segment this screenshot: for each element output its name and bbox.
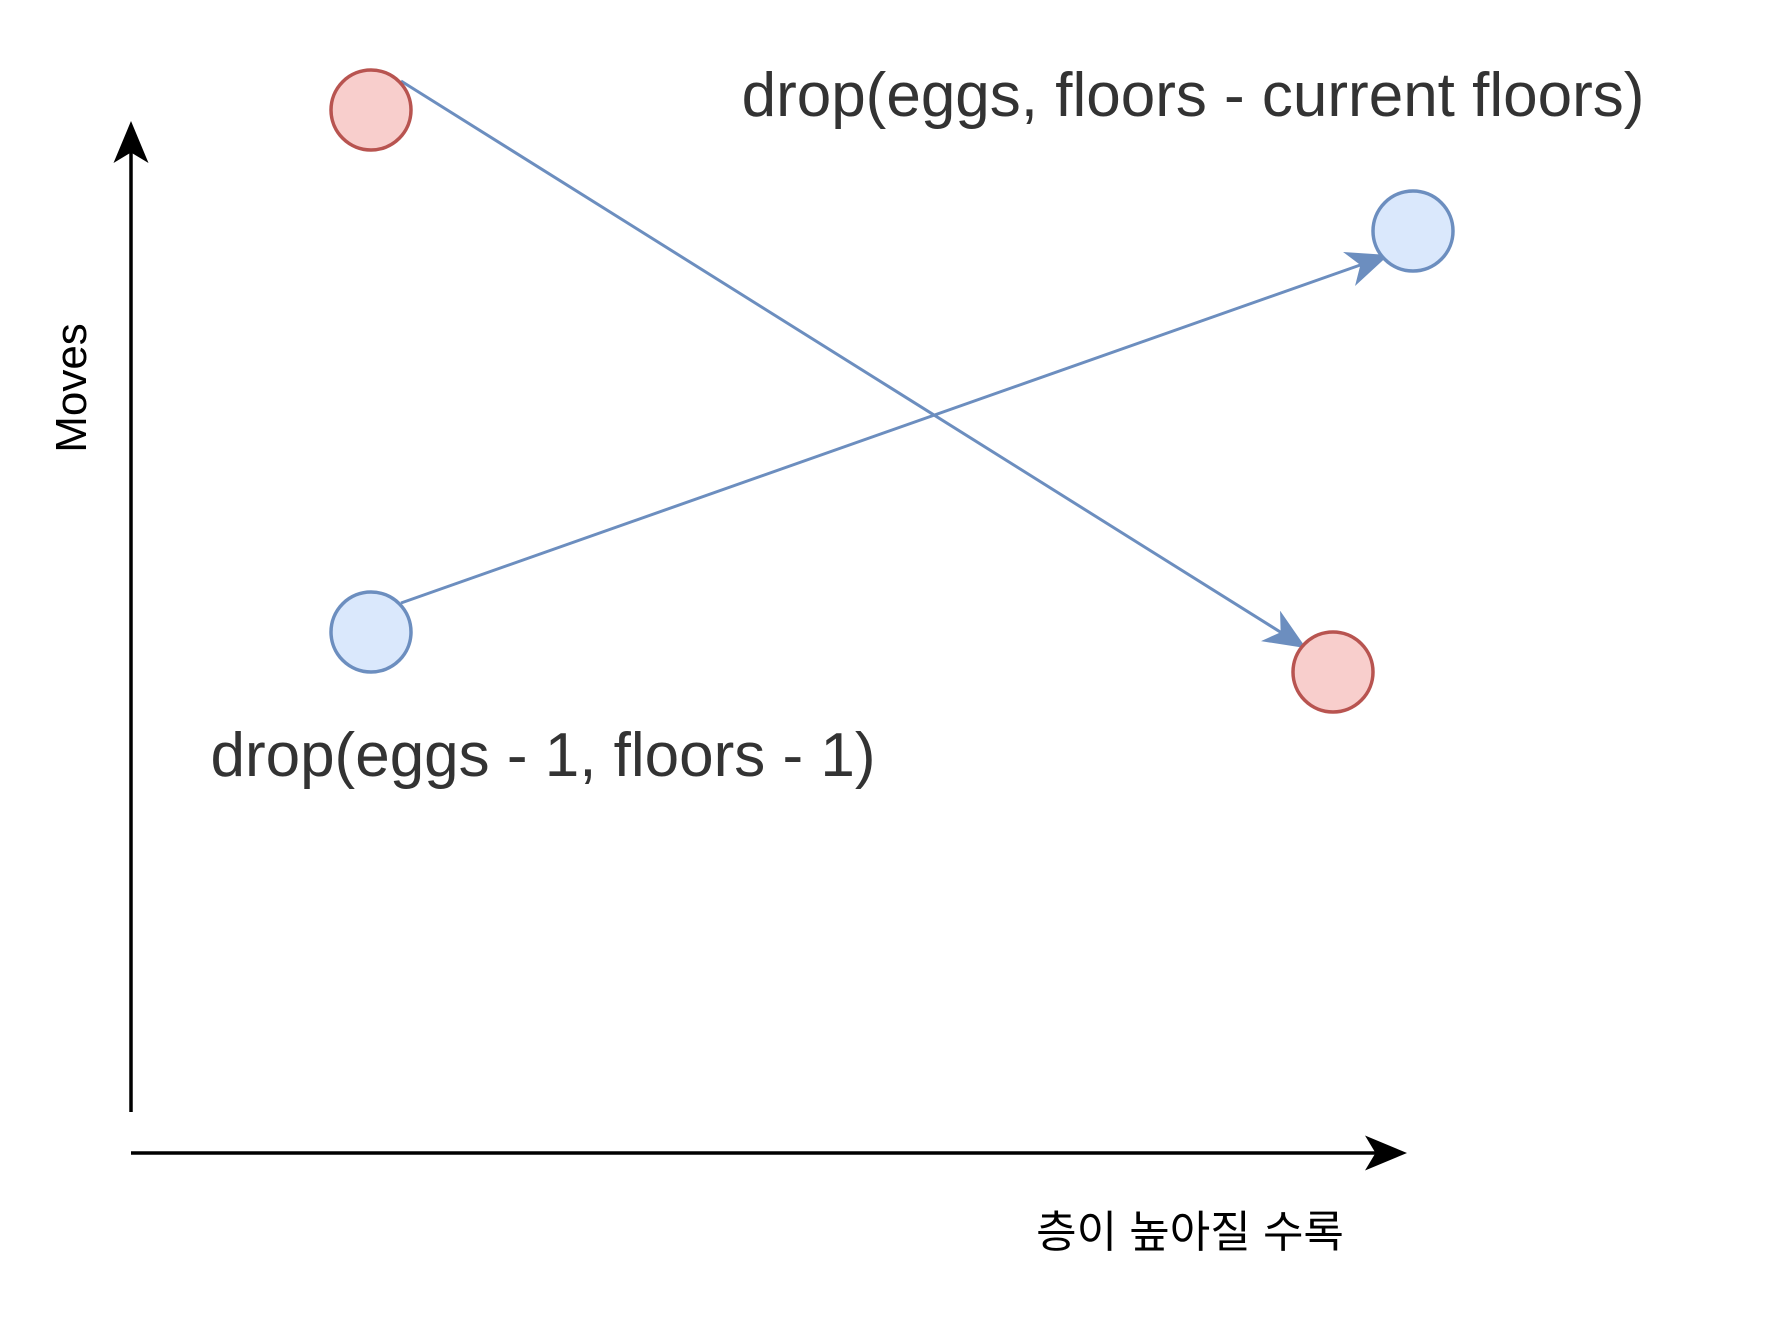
blue-node-bottom xyxy=(329,590,413,674)
descending-arrow xyxy=(400,79,1307,649)
blue-node-top xyxy=(1371,189,1455,273)
ascending-arrow xyxy=(400,251,1389,605)
red-node-top xyxy=(329,68,413,152)
y-axis-label: Moves xyxy=(47,323,96,453)
label-top: drop(eggs, floors - current floors) xyxy=(742,61,1645,130)
red-node-bottom xyxy=(1291,630,1375,714)
label-bottom: drop(eggs - 1, floors - 1) xyxy=(210,721,875,790)
x-axis-label: 층이 높아질 수록 xyxy=(1036,1208,1344,1257)
